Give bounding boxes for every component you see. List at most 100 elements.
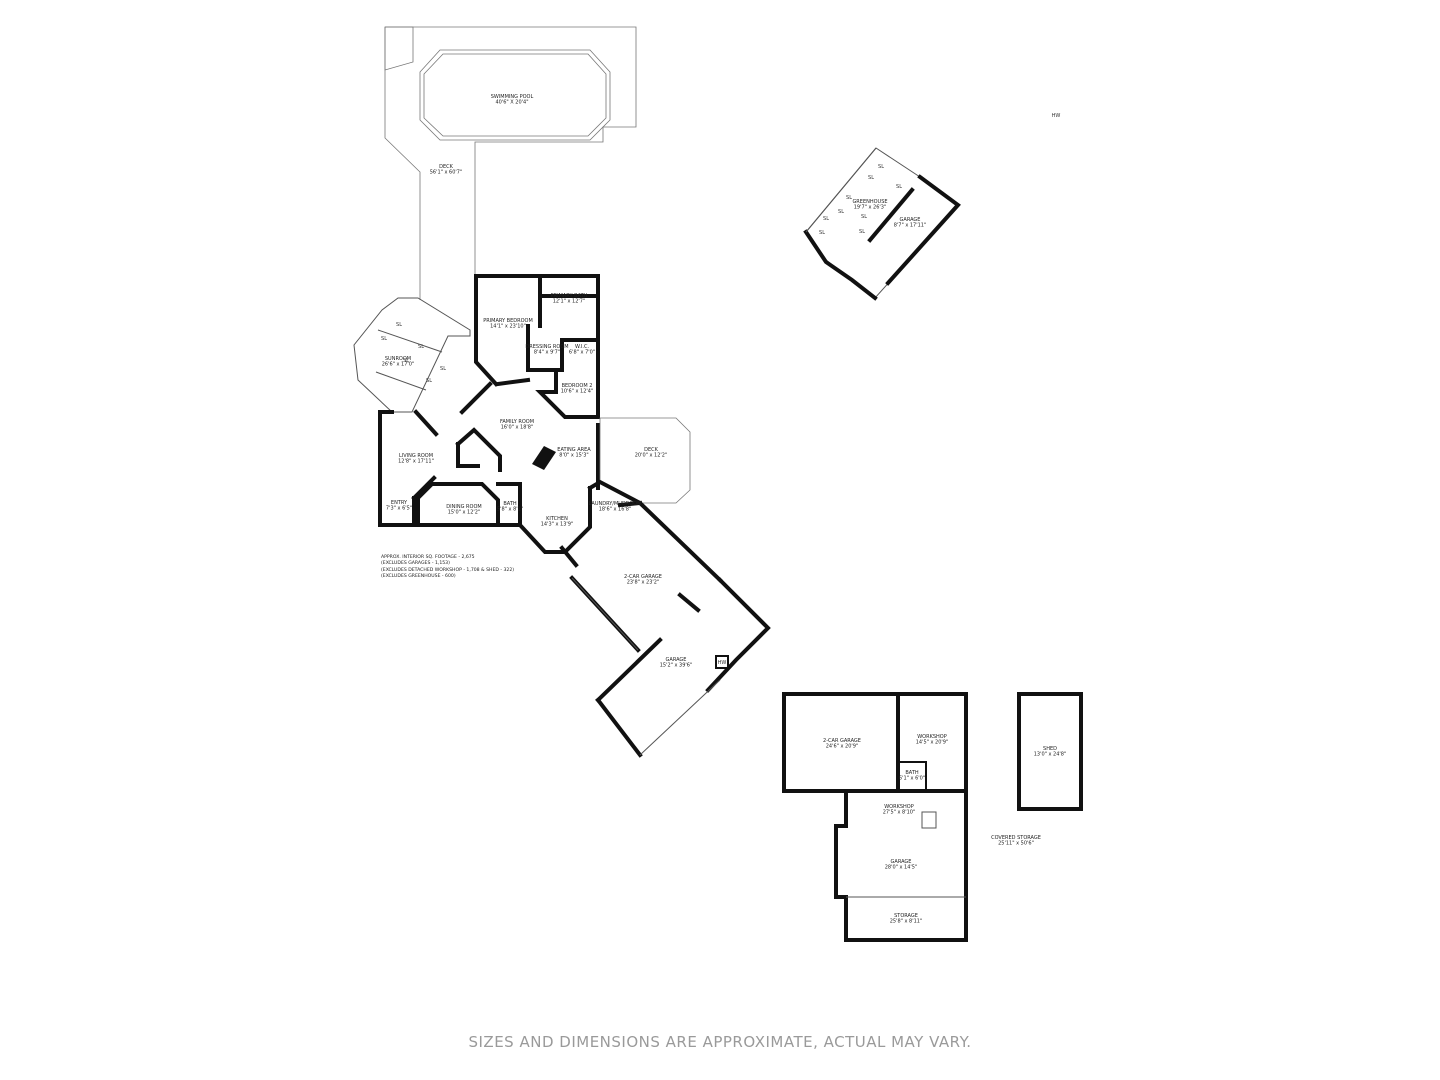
room-dimensions: 8'0" x 15'3" xyxy=(559,453,588,459)
room-dimensions: 25'8" x 8'11" xyxy=(890,919,923,925)
room-name: GARAGE xyxy=(891,859,912,865)
skylight-label: SL xyxy=(426,378,432,384)
room-dimensions: 5'8" x 8'1" xyxy=(497,507,523,513)
square-footage-notes: APPROX. INTERIOR SQ. FOOTAGE - 2,675 (EX… xyxy=(381,555,514,581)
room-dimensions: 19'7" x 26'3" xyxy=(854,205,887,211)
water-heater-label: HW xyxy=(1052,113,1061,119)
fireplace xyxy=(532,446,556,470)
room-dimensions: 14'1" x 23'10" xyxy=(490,324,526,330)
note-line: (EXCLUDES GREENHOUSE - 600) xyxy=(381,574,456,580)
room-dimensions: 12'8" x 17'11" xyxy=(398,459,434,465)
room-dimensions: 6'1" x 6'0" xyxy=(899,776,925,782)
room-name: BATH xyxy=(905,770,919,776)
room-dimensions: 16'0" x 18'8" xyxy=(501,425,534,431)
skylight-label: SL xyxy=(381,336,387,342)
skylight-label: SL xyxy=(861,214,867,220)
room-name: WORKSHOP xyxy=(917,734,947,740)
room-name: BEDROOM 2 xyxy=(562,383,593,389)
room-name: DECK xyxy=(644,447,659,453)
room-dimensions: 20'0" x 12'2" xyxy=(635,453,668,459)
room-dimensions: 28'0" x 14'5" xyxy=(885,865,918,871)
skylight-label: SL xyxy=(396,322,402,328)
skylight-label: SL xyxy=(440,366,446,372)
room-label-bedroom-2: BEDROOM 210'6" x 12'4" xyxy=(561,383,594,395)
room-dimensions: 12'1" x 12'7" xyxy=(553,299,586,305)
skylight-label: SL xyxy=(878,164,884,170)
room-name: SWIMMING POOL xyxy=(491,94,534,100)
room-name: LAUNDRY/MUDROOM xyxy=(589,501,642,507)
skylight-label: SL xyxy=(896,184,902,190)
room-dimensions: 14'5" x 20'9" xyxy=(916,740,949,746)
room-dimensions: 27'5" x 8'10" xyxy=(883,810,916,816)
pool-deck-outline xyxy=(384,26,637,300)
room-name: ENTRY xyxy=(391,500,408,506)
room-name: 2-CAR GARAGE xyxy=(823,738,861,744)
room-dimensions: 25'11" x 50'6" xyxy=(998,841,1034,847)
note-line: APPROX. INTERIOR SQ. FOOTAGE - 2,675 xyxy=(381,555,475,560)
room-dimensions: 56'1" x 60'7" xyxy=(430,170,463,176)
skylight-label: SL xyxy=(819,230,825,236)
sunroom-outline xyxy=(353,297,471,413)
room-label-wic: W.I.C.6'8" x 7'0" xyxy=(569,344,595,356)
workshop-walls xyxy=(782,692,1083,942)
water-heater-label: HW xyxy=(718,660,727,666)
room-name: GREENHOUSE xyxy=(852,199,887,205)
room-dimensions: 7'3" x 6'5" xyxy=(386,506,412,512)
disclaimer: SIZES AND DIMENSIONS ARE APPROXIMATE, AC… xyxy=(468,1033,972,1051)
room-name: WORKSHOP xyxy=(884,804,914,810)
room-name: GARAGE xyxy=(900,217,921,223)
room-name: SUNROOM xyxy=(385,356,411,362)
room-name: DINING ROOM xyxy=(446,504,481,510)
room-name: 2-CAR GARAGE xyxy=(624,574,662,580)
skylight-label: SL xyxy=(823,216,829,222)
room-dimensions: 14'3" x 13'9" xyxy=(541,522,574,528)
swimming-pool-shape xyxy=(419,49,611,141)
room-name: STORAGE xyxy=(894,913,918,919)
room-dimensions: 24'6" x 20'9" xyxy=(826,744,859,750)
room-name: W.I.C. xyxy=(575,344,590,350)
room-name: PRIMARY BATH xyxy=(551,293,588,299)
room-name: SHED xyxy=(1043,746,1057,752)
room-dimensions: 15'0" x 12'2" xyxy=(448,510,481,516)
room-dimensions: 23'8" x 23'2" xyxy=(627,580,660,586)
note-line: (EXCLUDES GARAGES - 1,153) xyxy=(381,561,450,567)
skylight-label: SL xyxy=(403,358,409,364)
room-name: COVERED STORAGE xyxy=(991,835,1041,841)
room-name: LIVING ROOM xyxy=(399,453,433,459)
note-line: (EXCLUDES DETACHED WORKSHOP - 1,708 & SH… xyxy=(381,567,515,573)
skylight-label: SL xyxy=(859,229,865,235)
main-house-walls xyxy=(378,274,600,554)
skylight-label: SL xyxy=(418,344,424,350)
room-dimensions: 15'2" x 39'6" xyxy=(660,663,693,669)
greenhouse-walls xyxy=(803,147,961,301)
room-dimensions: 8'7" x 17'11" xyxy=(894,223,927,229)
skylight-label: SL xyxy=(868,175,874,181)
room-dimensions: 6'8" x 7'0" xyxy=(569,350,595,356)
room-dimensions: 13'0" x 24'8" xyxy=(1034,752,1067,758)
